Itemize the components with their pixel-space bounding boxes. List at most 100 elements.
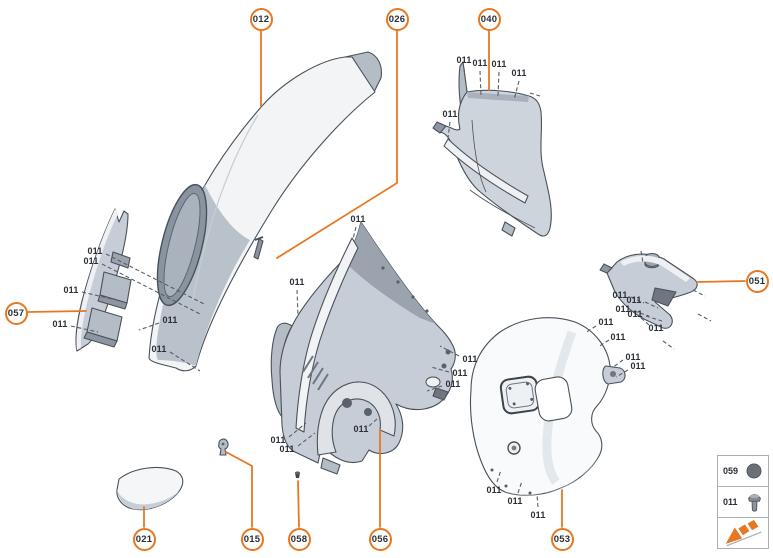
leader-lines <box>27 30 746 528</box>
grommet-icon <box>746 463 762 479</box>
fastener-label-13[interactable]: 011 <box>353 424 368 434</box>
fastener-dash-25 <box>597 339 610 348</box>
fastener-dash-1 <box>101 263 203 316</box>
part-058-stud <box>294 471 301 478</box>
fastener-label-5[interactable]: 011 <box>151 344 166 354</box>
fastener-dash-7 <box>296 289 299 317</box>
fastener-dash-20 <box>644 301 659 309</box>
fastener-label-27[interactable]: 011 <box>630 361 645 371</box>
fastener-label-24[interactable]: 011 <box>598 317 613 327</box>
legend-box: 059 011 <box>717 455 769 549</box>
fastener-label-22[interactable]: 011 <box>627 309 642 319</box>
fastener-dash-3 <box>70 325 99 333</box>
legend-code-059: 059 <box>723 466 739 476</box>
fastener-dash-16 <box>497 71 500 97</box>
fastener-label-14[interactable]: 011 <box>456 55 471 65</box>
fastener-label-11[interactable]: 011 <box>270 435 285 445</box>
fastener-label-26[interactable]: 011 <box>625 352 640 362</box>
callout-040[interactable]: 040 <box>477 7 501 31</box>
fastener-dash-0 <box>105 253 207 306</box>
callout-012[interactable]: 012 <box>249 7 273 31</box>
fastener-label-17[interactable]: 011 <box>511 68 526 78</box>
fastener-label-9[interactable]: 011 <box>452 368 467 378</box>
fastener-dash-10 <box>426 385 443 392</box>
fastener-label-21[interactable]: 011 <box>615 304 630 314</box>
fastener-dash-26 <box>611 359 624 369</box>
extra-dash-1 <box>692 289 706 297</box>
fastener-label-10[interactable]: 011 <box>445 379 460 389</box>
fastener-label-15[interactable]: 011 <box>472 58 487 68</box>
fastener-dash-2 <box>81 291 113 300</box>
fastener-label-30[interactable]: 011 <box>530 510 545 520</box>
leader-line-057 <box>27 310 87 313</box>
fastener-dash-lines <box>70 67 712 508</box>
callout-051[interactable]: 051 <box>745 269 769 293</box>
fastener-dash-5 <box>169 351 201 372</box>
fastener-label-6[interactable]: 011 <box>350 214 365 224</box>
fastener-dash-23 <box>639 316 650 326</box>
fastener-label-3[interactable]: 011 <box>52 319 67 329</box>
fastener-dash-19 <box>630 296 645 304</box>
part-015-clip <box>218 438 229 456</box>
extra-dash-2 <box>697 313 712 322</box>
fastener-label-29[interactable]: 011 <box>507 496 522 506</box>
extra-dash-0 <box>640 250 644 264</box>
callout-056[interactable]: 056 <box>368 527 392 551</box>
legend-item-011[interactable]: 011 <box>718 487 768 518</box>
part-051-bracket <box>599 252 698 329</box>
leader-line-058 <box>297 480 300 528</box>
fastener-dash-8 <box>439 345 460 357</box>
callout-015[interactable]: 015 <box>240 527 264 551</box>
fastener-label-18[interactable]: 011 <box>442 109 457 119</box>
fastener-dash-22 <box>645 315 663 322</box>
callout-026[interactable]: 026 <box>385 7 409 31</box>
fastener-label-23[interactable]: 011 <box>648 323 663 333</box>
legend-item-059[interactable]: 059 <box>718 456 768 487</box>
fastener-label-20[interactable]: 011 <box>626 295 641 305</box>
fastener-dash-28 <box>496 469 502 483</box>
fastener-label-4[interactable]: 011 <box>162 315 177 325</box>
legend-item-direction <box>718 518 768 548</box>
fastener-label-0[interactable]: 011 <box>87 246 102 256</box>
leader-line-051 <box>696 280 746 283</box>
fastener-label-25[interactable]: 011 <box>610 332 625 342</box>
fastener-dash-17 <box>513 80 520 101</box>
part-021-cover-cap <box>116 467 184 511</box>
fastener-dash-6 <box>352 226 357 240</box>
fastener-dash-4 <box>138 322 160 331</box>
callout-057[interactable]: 057 <box>4 301 28 325</box>
fastener-dash-11 <box>288 422 307 438</box>
fastener-dash-14 <box>463 67 468 94</box>
fastener-dash-18 <box>447 121 451 139</box>
direction-arrow-icon <box>725 519 762 547</box>
fastener-dash-30 <box>536 494 539 508</box>
fastener-label-19[interactable]: 011 <box>612 290 627 300</box>
leader-line-015 <box>225 451 253 528</box>
fastener-dash-9 <box>430 366 450 373</box>
part-056-quarter-panel-assembly <box>270 221 456 475</box>
callout-053[interactable]: 053 <box>550 527 574 551</box>
fastener-label-8[interactable]: 011 <box>462 354 477 364</box>
fastener-dash-27 <box>615 369 629 378</box>
fastener-label-1[interactable]: 011 <box>83 256 98 266</box>
fastener-label-28[interactable]: 011 <box>486 485 501 495</box>
fastener-label-12[interactable]: 011 <box>279 444 294 454</box>
part-040-quarter-inner-panel <box>432 61 552 237</box>
part-057-trim-strip <box>75 208 132 352</box>
part-026-pin <box>253 236 264 260</box>
fastener-dash-13 <box>368 418 378 427</box>
part-012-pillar-moulding <box>148 51 382 372</box>
fastener-label-7[interactable]: 011 <box>289 277 304 287</box>
callout-021[interactable]: 021 <box>132 527 156 551</box>
callout-058[interactable]: 058 <box>287 527 311 551</box>
fastener-label-2[interactable]: 011 <box>63 285 78 295</box>
fastener-label-16[interactable]: 011 <box>491 59 506 69</box>
part-053-wheelhouse-liner <box>469 317 626 496</box>
extra-dash-3 <box>662 340 675 350</box>
fastener-dash-15 <box>479 70 482 96</box>
fastener-dash-29 <box>517 480 523 494</box>
fastener-dash-21 <box>633 310 650 317</box>
